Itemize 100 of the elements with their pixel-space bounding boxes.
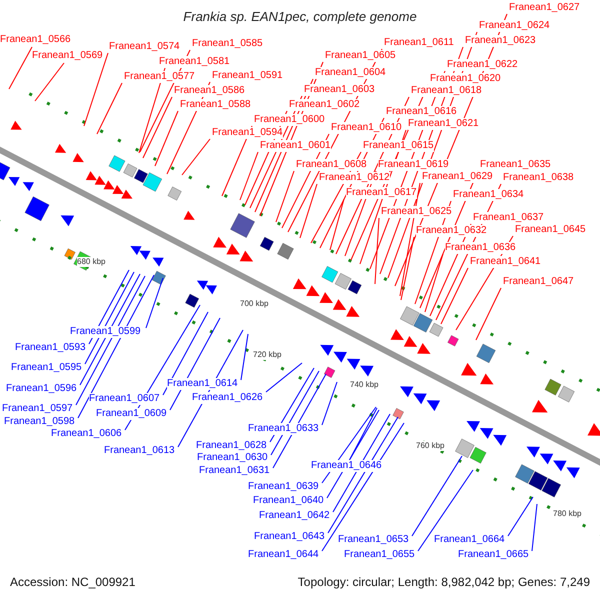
leader-line [330,198,344,250]
gene-label: Franean1_0609 [96,408,167,420]
leader-line [418,470,474,552]
leader-line [162,312,208,396]
gene-label: Franean1_0623 [465,35,536,47]
gene-label: Franean1_0594 [212,127,283,139]
leader-line [350,408,378,460]
gene-label: Franean1_0647 [503,276,574,288]
gene-label: Franean1_0605 [325,50,396,62]
scale-label: 720 kbp [253,350,282,360]
gene-label: Franean1_0631 [199,465,270,477]
gene-label: Franean1_0632 [416,225,487,237]
gene-label: Franean1_0600 [254,114,325,126]
gene-label: Franean1_0643 [254,531,325,543]
leader-line [182,138,210,176]
gene-label: Franean1_0655 [344,549,415,561]
scale-label: 780 kbp [553,509,582,519]
gene-label: Franean1_0581 [159,56,230,68]
gene-label: Franean1_0569 [32,50,103,62]
gene-label: Franean1_0595 [11,362,82,374]
scale-label: 700 kbp [240,299,268,309]
gene-label: Franean1_0630 [197,452,268,464]
leader-line [76,276,146,406]
gene-label: Franean1_0597 [2,403,73,415]
gene-label: Franean1_0593 [15,342,86,354]
gene-label: Franean1_0635 [480,159,551,171]
leader-line [532,504,538,552]
accession-text: Accession: NC_009921 [10,575,136,589]
leader-line [84,52,108,126]
scale-label: 760 kbp [416,441,444,451]
gene-label: Franean1_0619 [378,159,449,171]
leader-line [322,382,338,426]
gene-label: Franean1_0645 [515,224,586,236]
leader-line [322,422,404,552]
gene-label: Franean1_0621 [408,118,479,130]
gene-label: Franean1_0601 [260,140,331,152]
gene-label: Franean1_0598 [4,416,75,428]
gene-label: Franean1_0665 [458,549,529,561]
gene-label: Franean1_0586 [174,85,245,97]
leader-line [476,288,502,340]
leader-line [272,374,326,468]
gene-label: Franean1_0596 [6,383,77,395]
leader-line [508,496,534,536]
gene-label: Franean1_0634 [453,189,524,201]
leader-line [84,272,134,364]
gene-label: Franean1_0616 [386,106,457,118]
leader-line [240,152,258,200]
genome-stats-text: Topology: circular; Length: 8,982,042 bp; Genes: 7,249 [298,575,590,589]
genome-title: Frankia sp. EAN1pec, complete genome [182,9,418,24]
gene-label: Franean1_0588 [180,99,251,111]
gene-label: Franean1_0615 [363,140,434,152]
gene-label: Franean1_0646 [311,460,382,472]
gene-label: Franean1_0640 [253,495,324,507]
leader-line [80,274,140,386]
leader-line [96,82,122,134]
leader-line [412,456,462,536]
gene-label: Franean1_0613 [104,445,175,457]
leader-line [400,236,414,300]
gene-label: Franean1_0639 [248,481,319,493]
leader-line [276,170,294,222]
leader-line [326,410,380,498]
gene-label: Franean1_0626 [192,392,263,404]
gene-label: Franean1_0622 [447,59,518,71]
gene-label: Franean1_0577 [124,71,195,83]
leader-line [34,62,64,102]
gene-label: Franean1_0629 [422,171,493,183]
gene-label: Franean1_0637 [473,212,544,224]
gene-label: Franean1_0624 [479,20,550,32]
leader-line [374,218,380,284]
gene-label: Franean1_0612 [319,172,390,184]
leader-line [266,362,302,392]
gene-label: Franean1_0603 [304,84,375,96]
gene-label: Franean1_0638 [503,172,574,184]
gene-label: Franean1_0585 [192,38,263,50]
gene-label: Franean1_0606 [51,428,122,440]
gene-label: Franean1_0608 [296,159,367,171]
gene-label: Franean1_0591 [212,70,283,82]
gene-label: Franean1_0664 [434,534,505,546]
gene-label: Franean1_0644 [248,549,319,561]
leader-line [424,254,444,312]
scale-label: 680 kbp [77,257,106,267]
leader-line [440,268,468,324]
leader-line [400,182,420,296]
gene-label: Franean1_0617 [346,187,417,199]
gene-label: Franean1_0607 [89,393,160,405]
gene-label: Franean1_0614 [167,378,238,390]
gene-label: Franean1_0618 [411,85,482,97]
gene-label: Franean1_0566 [0,34,71,46]
gene-label: Franean1_0627 [509,2,580,14]
leader-line [328,416,398,534]
gene-label: Franean1_0574 [109,41,180,53]
leader-line [138,68,166,154]
leader-line [146,278,164,328]
leader-line [332,414,390,512]
gene-label: Franean1_0653 [338,534,409,546]
leader-line [154,110,178,166]
gene-label: Franean1_0633 [248,423,319,435]
gene-label: Franean1_0610 [331,122,402,134]
gene-label: Franean1_0599 [70,326,141,338]
leader-line [142,96,172,158]
